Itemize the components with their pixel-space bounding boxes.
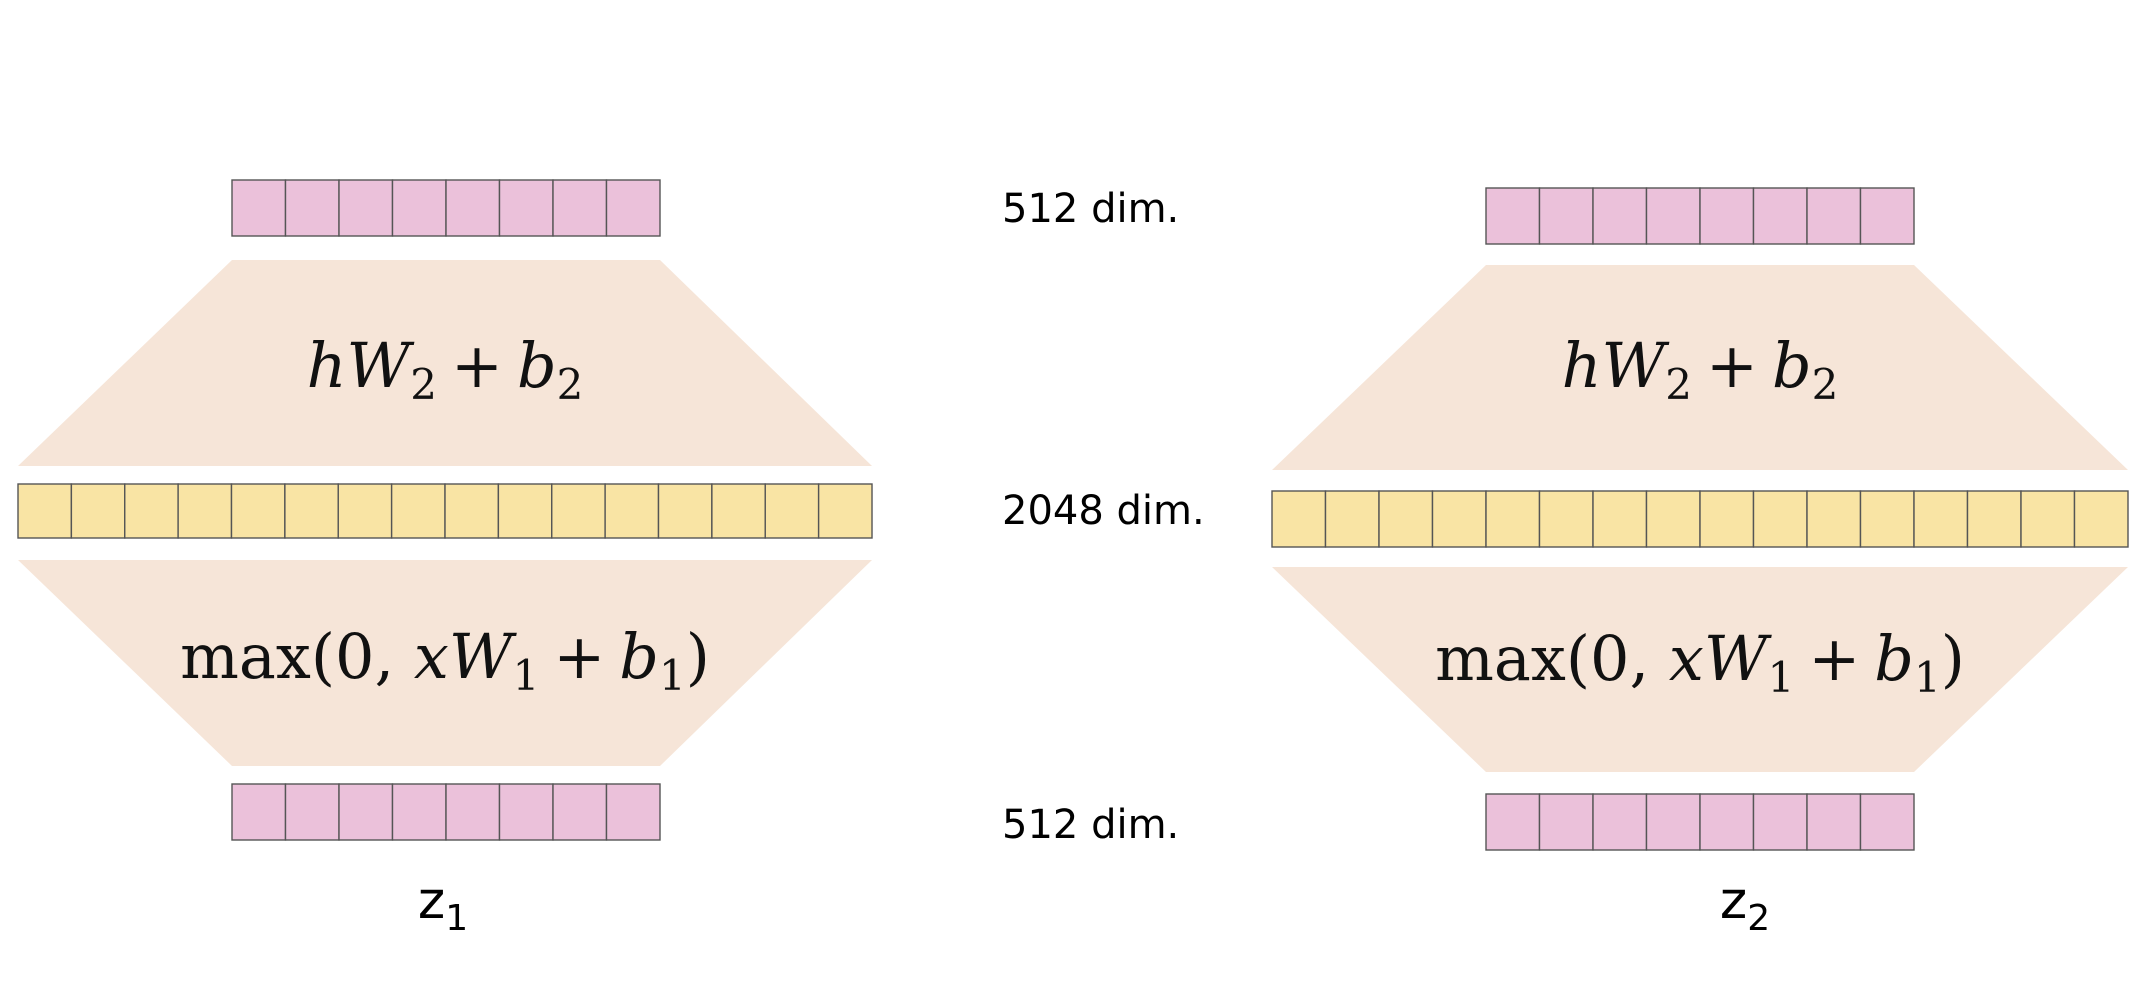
vector-cell: [1592, 490, 1648, 548]
vector-cell: [1538, 793, 1594, 851]
vector-cell: [445, 179, 501, 237]
vector-cell: [391, 179, 447, 237]
dim-label-bottom: 512 dim.: [1002, 802, 1179, 848]
vector-cell: [1699, 490, 1755, 548]
input-label-z2: z2: [1720, 871, 1770, 939]
vector-cell: [231, 179, 287, 237]
vector-cell: [1806, 793, 1862, 851]
vector-cell: [1859, 187, 1915, 245]
vector-cell: [70, 483, 126, 539]
vector-cell: [17, 483, 73, 539]
vector-cell: [231, 783, 287, 841]
vector-cell: [338, 783, 394, 841]
vector-cell: [552, 783, 608, 841]
vector-cell: [1538, 490, 1594, 548]
vector-cell: [1966, 490, 2022, 548]
output-vector: [231, 179, 661, 237]
vector-cell: [1806, 187, 1862, 245]
vector-cell: [1752, 187, 1808, 245]
input-label-z1: z1: [418, 871, 468, 939]
vector-cell: [552, 179, 608, 237]
vector-cell: [1699, 187, 1755, 245]
vector-cell: [338, 179, 394, 237]
vector-cell: [605, 179, 661, 237]
output-vector: [1485, 187, 1915, 245]
vector-cell: [817, 483, 873, 539]
vector-cell: [337, 483, 393, 539]
vector-cell: [1645, 187, 1701, 245]
vector-cell: [444, 483, 500, 539]
vector-cell: [1752, 490, 1808, 548]
input-projection-trapezoid: [1272, 567, 2128, 772]
vector-cell: [1913, 490, 1969, 548]
vector-cell: [1378, 490, 1434, 548]
vector-cell: [1538, 187, 1594, 245]
vector-cell: [284, 483, 339, 539]
output-projection-trapezoid: [1272, 265, 2128, 470]
input-projection-trapezoid: [18, 560, 872, 766]
vector-cell: [605, 783, 661, 841]
vector-cell: [284, 783, 340, 841]
vector-cell: [391, 783, 447, 841]
ffn-block-2: hW2+b2 max(0, xW1+b1) z2: [1271, 187, 2129, 939]
vector-cell: [498, 179, 554, 237]
vector-cell: [2020, 490, 2076, 548]
vector-cell: [230, 483, 286, 539]
vector-cell: [498, 783, 554, 841]
dim-label-middle: 2048 dim.: [1002, 488, 1205, 534]
vector-cell: [124, 483, 179, 539]
vector-cell: [445, 783, 501, 841]
vector-cell: [657, 483, 713, 539]
vector-cell: [1645, 793, 1701, 851]
output-projection-trapezoid: [18, 260, 872, 466]
ffn-block-1: hW2+b2 max(0, xW1+b1) z1: [17, 179, 873, 939]
vector-cell: [1859, 490, 1915, 548]
vector-cell: [551, 483, 606, 539]
vector-cell: [1592, 187, 1648, 245]
vector-cell: [764, 483, 820, 539]
vector-cell: [604, 483, 660, 539]
vector-cell: [390, 483, 446, 539]
vector-cell: [1806, 490, 1862, 548]
vector-cell: [1752, 793, 1808, 851]
input-vector: [231, 783, 661, 841]
vector-cell: [711, 483, 766, 539]
vector-cell: [1592, 793, 1648, 851]
vector-cell: [2073, 490, 2129, 548]
vector-cell: [177, 483, 233, 539]
vector-cell: [1859, 793, 1915, 851]
input-formula: max(0, xW1+b1): [1435, 622, 1965, 702]
vector-cell: [284, 179, 340, 237]
output-formula: hW2+b2: [307, 329, 584, 409]
vector-cell: [1645, 490, 1701, 548]
vector-cell: [1699, 793, 1755, 851]
vector-cell: [1324, 490, 1380, 548]
vector-cell: [1485, 490, 1541, 548]
vector-cell: [1485, 187, 1541, 245]
hidden-vector: [1271, 490, 2129, 548]
dim-label-top: 512 dim.: [1002, 186, 1179, 232]
input-formula: max(0, xW1+b1): [180, 620, 710, 700]
input-vector: [1485, 793, 1915, 851]
hidden-vector: [17, 483, 873, 539]
vector-cell: [497, 483, 553, 539]
vector-cell: [1431, 490, 1487, 548]
output-formula: hW2+b2: [1562, 329, 1839, 409]
vector-cell: [1485, 793, 1541, 851]
vector-cell: [1271, 490, 1327, 548]
